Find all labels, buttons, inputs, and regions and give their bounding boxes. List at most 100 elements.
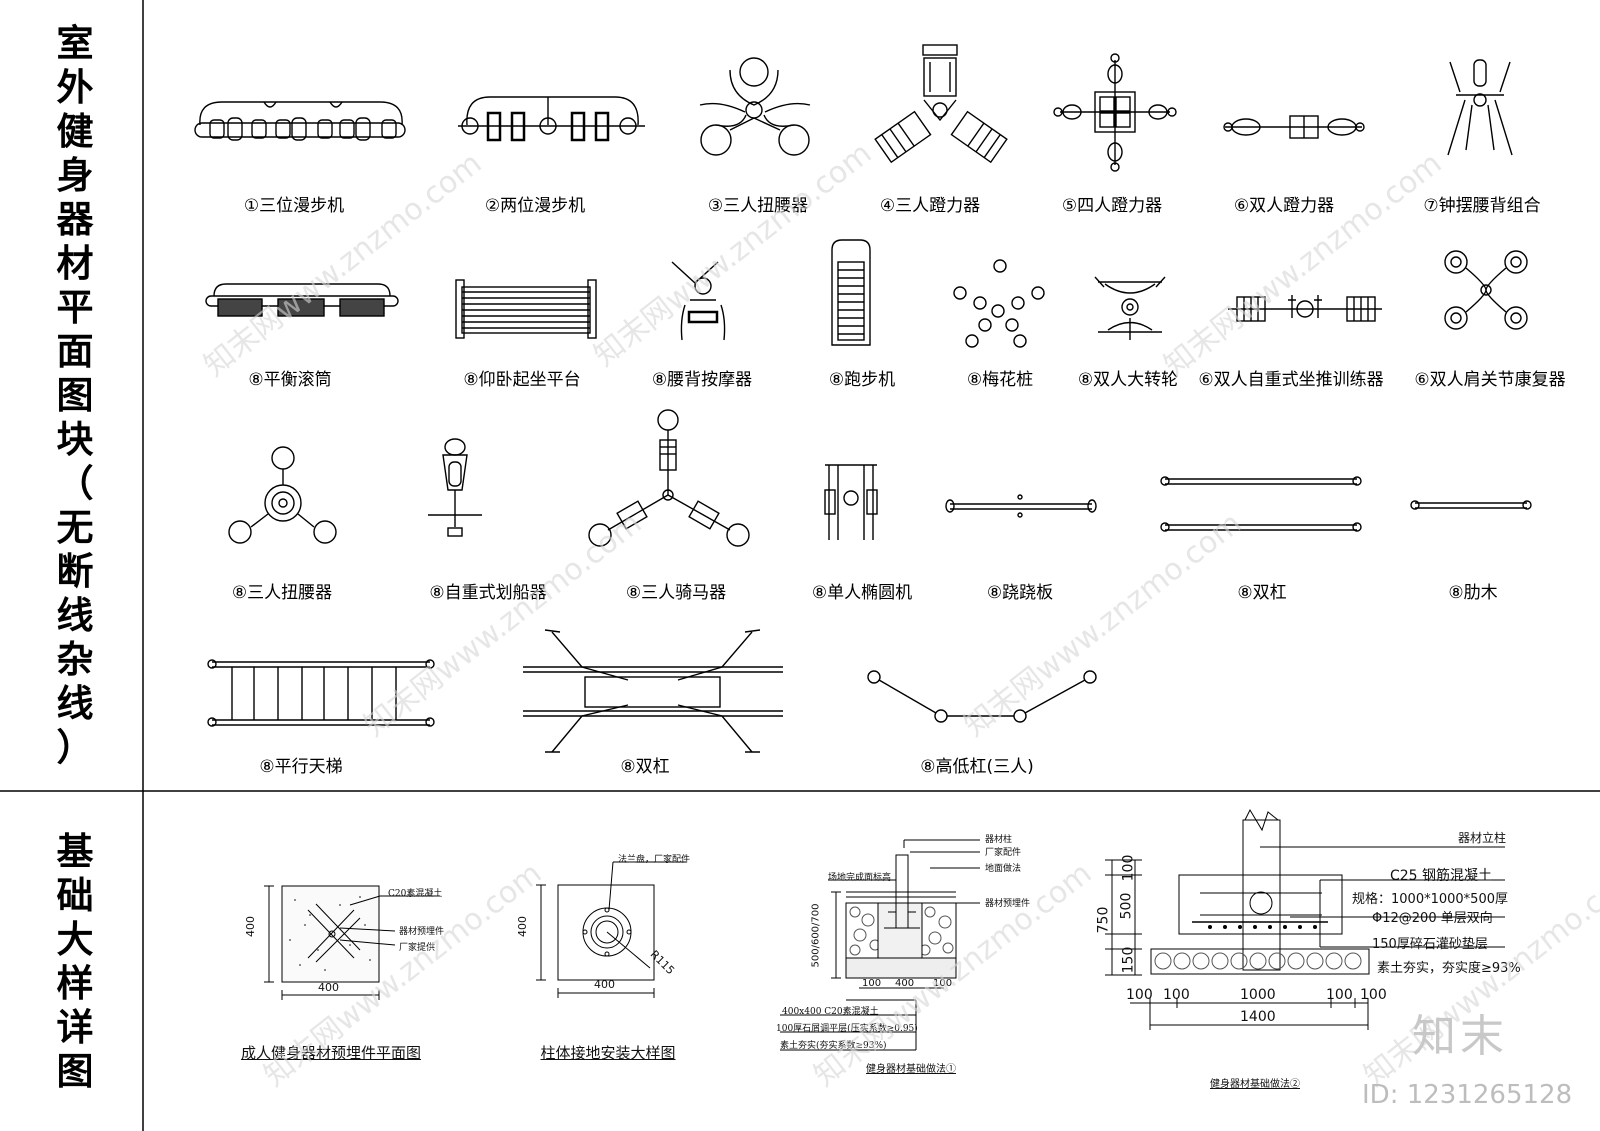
wall-bars-symbol [1410, 500, 1532, 510]
leg-press-4-symbol [1053, 53, 1177, 172]
treadmill-symbol [831, 239, 871, 346]
d4-note-rebar: Φ12@200 单层双向 [1372, 911, 1493, 926]
d1-note-concrete: C20素混凝土 [388, 889, 443, 899]
d1-note-embed: 器材预埋件 [399, 927, 445, 937]
watermark-id: ID: 1231265128 [1362, 1080, 1573, 1110]
walker-3-symbol [194, 101, 406, 141]
d1-note-vendor: 厂家提供 [399, 943, 436, 953]
d3-caption: 健身器材基础做法① [866, 1064, 956, 1075]
d3-note-vendor: 厂家配件 [985, 848, 1022, 858]
d4-note-spec: 规格：1000*1000*500厚 [1352, 892, 1508, 907]
d4-dim-w1000: 1000 [1240, 987, 1276, 1003]
label-double-wheel: ⑧双人大转轮 [1077, 370, 1179, 390]
embed-plan-detail [264, 885, 440, 1000]
d4-dim-w1400: 1400 [1240, 1009, 1276, 1025]
label-ladder: ⑧平行天梯 [259, 757, 343, 777]
d1-dim-w: 400 [318, 981, 339, 994]
d3-note-embed: 器材预埋件 [985, 899, 1031, 909]
waist-twister-3-symbol [699, 57, 811, 156]
label-walker-2: ②两位漫步机 [484, 196, 586, 216]
title-char: 室 [56, 22, 94, 65]
label-parallel-bars-large: ⑧双杠 [620, 757, 670, 777]
title-char: 健 [56, 110, 94, 153]
title-char: 详 [56, 1006, 94, 1049]
label-parallel-bars: ⑧双杠 [1237, 583, 1287, 603]
label-waist-twister-3-b: ⑧三人扭腰器 [231, 583, 333, 603]
label-wall-bars: ⑧肋木 [1448, 583, 1498, 603]
label-treadmill: ⑧跑步机 [828, 370, 896, 390]
leg-press-3-symbol [874, 44, 1008, 164]
title-char: 线 [56, 682, 94, 725]
waist-twister-3-b-symbol [228, 446, 337, 544]
label-leg-press-4: ⑤四人蹬力器 [1061, 196, 1163, 216]
d4-dim-w100b: 100 [1163, 987, 1190, 1003]
title-char: 外 [56, 66, 94, 109]
d4-dim-w100a: 100 [1126, 987, 1153, 1003]
label-elliptical: ⑧单人椭圆机 [811, 583, 913, 603]
d2-dim-h: 400 [516, 916, 529, 937]
d4-note-concrete: C25 钢筋混凝土 [1390, 868, 1493, 884]
title-char: 基 [56, 830, 94, 873]
label-shoulder-rehab: ⑥双人肩关节康复器 [1414, 370, 1566, 390]
label-double-seated-push: ⑥双人自重式坐推训练器 [1198, 370, 1384, 390]
label-walker-3: ①三位漫步机 [243, 196, 345, 216]
title-char: 础 [56, 874, 94, 917]
horizontal-ladder-symbol [207, 659, 435, 727]
leg-press-2-symbol [1223, 115, 1365, 139]
d3-dim-100b: 100 [933, 978, 953, 989]
label-situp-bench: ⑧仰卧起坐平台 [463, 370, 581, 390]
d4-dim-w100c: 100 [1326, 987, 1353, 1003]
label-leg-press-3: ④三人蹬力器 [879, 196, 981, 216]
parallel-bars-large-symbol [523, 629, 783, 753]
d2-dim-w: 400 [594, 978, 615, 991]
d4-note-soil: 素土夯实，夯实度≥93% [1377, 961, 1521, 976]
d4-dim-h500: 500 [1118, 892, 1135, 920]
d3-note-column: 器材柱 [985, 835, 1013, 845]
d2-note-flange: 法兰盘，厂家配件 [618, 855, 691, 865]
d4-dim-h750: 750 [1095, 906, 1112, 934]
title-char: （ [56, 462, 94, 505]
d3-dim-400: 400 [895, 978, 915, 989]
d4-caption: 健身器材基础做法② [1210, 1079, 1300, 1090]
label-plum-pile: ⑧梅花桩 [966, 370, 1034, 390]
rowing-machine-symbol [428, 438, 482, 537]
uneven-bars-symbol [867, 670, 1097, 723]
walker-2-symbol [458, 96, 645, 142]
d3-dim-100a: 100 [862, 978, 882, 989]
label-rowing: ⑧自重式划船器 [429, 583, 547, 603]
label-back-massager: ⑧腰背按摩器 [651, 370, 753, 390]
balance-roller-symbol [205, 283, 399, 317]
column-grounding-detail [536, 861, 686, 998]
label-pendulum: ⑦钟摆腰背组合 [1423, 196, 1541, 216]
d1-dim-h: 400 [244, 916, 257, 937]
double-wheel-symbol [1094, 276, 1166, 340]
shoulder-rehab-symbol [1444, 250, 1528, 330]
title-char: 面 [56, 330, 94, 373]
elliptical-symbol [824, 464, 878, 540]
plum-pile-symbol [953, 259, 1045, 348]
label-balance-roller: ⑧平衡滚筒 [248, 370, 332, 390]
d3-dim-depth: 500/600/700 [810, 903, 822, 968]
title-char: 器 [56, 198, 94, 241]
double-seated-push-symbol [1228, 295, 1382, 322]
parallel-bars-symbol [1160, 476, 1362, 532]
d3-note-ground: 地面做法 [985, 864, 1022, 874]
title-char: 材 [56, 242, 94, 285]
foundation-method-1-detail [780, 839, 980, 1051]
watermark-brand: 知末 [1412, 1011, 1508, 1062]
d4-dim-w100d: 100 [1360, 987, 1387, 1003]
label-seesaw: ⑧跷跷板 [986, 583, 1054, 603]
d3-note-level: 场地完成面标高 [828, 873, 892, 883]
d4-dim-h100: 100 [1120, 854, 1137, 882]
horse-rider-3-symbol [588, 409, 750, 547]
d4-note-gravel: 150厚碎石灌砂垫层 [1372, 937, 1488, 952]
label-leg-press-2: ⑥双人蹬力器 [1233, 196, 1335, 216]
label-uneven-bars: ⑧高低杠(三人) [920, 757, 1034, 777]
title-char: 断 [56, 550, 94, 593]
title-char: ） [56, 726, 94, 769]
label-horse-rider: ⑧三人骑马器 [625, 583, 727, 603]
d1-caption: 成人健身器材预埋件平面图 [240, 1044, 422, 1062]
